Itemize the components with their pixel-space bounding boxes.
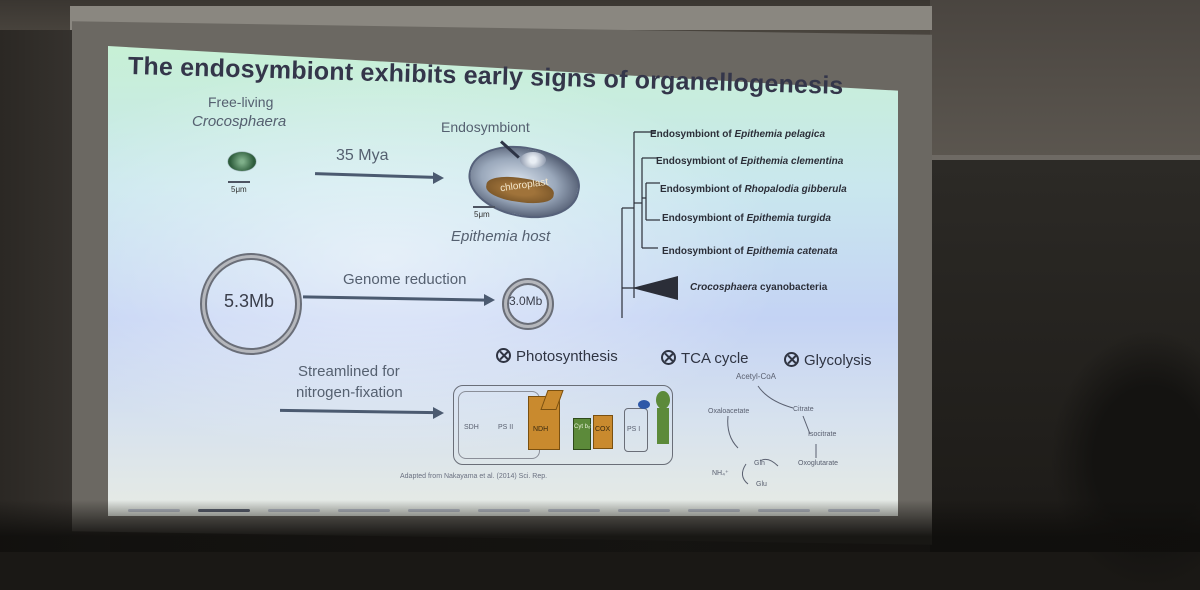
genome-arrow-head bbox=[484, 294, 495, 306]
pathway-glycolysis-label: Glycolysis bbox=[804, 352, 872, 369]
streamlined-arrow-line bbox=[279, 408, 437, 415]
streamlined-arrow-head bbox=[433, 407, 444, 419]
atp-synthase-stalk bbox=[657, 408, 669, 444]
membrane-diagram bbox=[453, 385, 673, 465]
complex-ps1: PS I bbox=[627, 426, 641, 433]
streamlined-line2: nitrogen-fixation bbox=[296, 384, 403, 401]
ferredoxin-blob bbox=[638, 400, 650, 409]
tca-oxoglutarate: Oxoglutarate bbox=[798, 460, 839, 467]
genome-size-large: 5.3Mb bbox=[224, 291, 275, 311]
crocosphaera-cell bbox=[228, 152, 256, 171]
complex-ndh: NDH bbox=[533, 426, 549, 433]
cytb6f-complex bbox=[573, 418, 591, 450]
complex-sdh: SDH bbox=[464, 424, 479, 431]
complex-ps2: PS II bbox=[498, 424, 514, 431]
tree-leaf-clementina: Endosymbiont of Epithemia clementina bbox=[656, 156, 844, 167]
endosymbiont-label: Endosymbiont bbox=[441, 119, 530, 135]
phylo-tree bbox=[621, 131, 662, 318]
scale-bar-right bbox=[473, 206, 495, 208]
cox-complex bbox=[593, 415, 613, 449]
bottom-shadow bbox=[0, 500, 1200, 552]
crocosphaera-clade-triangle bbox=[632, 276, 678, 300]
crossed-circle-icon bbox=[661, 350, 676, 365]
tca-nh4: NH₄⁺ bbox=[712, 470, 729, 477]
genome-circle-large bbox=[200, 253, 302, 355]
atp-synthase-head bbox=[656, 391, 670, 409]
pathway-glycolysis: Glycolysis bbox=[784, 352, 872, 369]
right-wall-upper bbox=[930, 0, 1200, 165]
genome-circle-small bbox=[502, 278, 554, 330]
tree-leaf-pelagica: Endosymbiont of Epithemia pelagica bbox=[650, 129, 826, 140]
genome-reduction-label: Genome reduction bbox=[343, 271, 467, 288]
crossed-circle-icon bbox=[496, 348, 511, 363]
time-arrow-line bbox=[314, 172, 436, 179]
tree-leaf-gibberula: Endosymbiont of Rhopalodia gibberula bbox=[660, 184, 847, 195]
pathway-tca-label: TCA cycle bbox=[681, 350, 749, 367]
genome-size-small: 3.0Mb bbox=[509, 294, 543, 308]
streamlined-line1: Streamlined for bbox=[298, 363, 400, 380]
tca-isocitrate: Isocitrate bbox=[808, 431, 837, 438]
free-living-label: Free-living bbox=[208, 94, 274, 110]
scale-label-right: 5μm bbox=[474, 210, 490, 219]
citation: Adapted from Nakayama et al. (2014) Sci.… bbox=[400, 473, 548, 480]
tca-glu: Glu bbox=[756, 481, 767, 488]
genome-arrow-line bbox=[302, 295, 488, 302]
host-label: Epithemia host bbox=[451, 228, 551, 245]
time-label: 35 Mya bbox=[336, 147, 389, 164]
pathway-tca: TCA cycle bbox=[661, 350, 749, 367]
tree-leaf-turgida: Endosymbiont of Epithemia turgida bbox=[662, 213, 831, 224]
tca-gln: Gln bbox=[754, 460, 765, 467]
slide: The endosymbiont exhibits early signs of… bbox=[108, 46, 898, 516]
tree-leaf-crocosphaera: Crocosphaera cyanobacteria bbox=[690, 282, 828, 293]
time-arrow-head bbox=[433, 172, 444, 184]
tca-acetyl-coa: Acetyl-CoA bbox=[736, 372, 777, 381]
crocosphaera-label: Crocosphaera bbox=[192, 113, 287, 130]
tca-oxaloacetate: Oxaloacetate bbox=[708, 408, 750, 415]
pathway-photosynthesis-label: Photosynthesis bbox=[516, 348, 618, 365]
complex-cox: COX bbox=[595, 426, 611, 433]
tca-citrate: Citrate bbox=[793, 406, 814, 413]
scale-bar-left bbox=[228, 181, 250, 183]
tca-arrows bbox=[727, 385, 817, 485]
tree-leaf-catenata: Endosymbiont of Epithemia catenata bbox=[662, 246, 838, 257]
crossed-circle-icon bbox=[784, 352, 799, 367]
ps1-complex bbox=[624, 408, 648, 452]
endosymbiont-body bbox=[520, 152, 546, 168]
pathway-photosynthesis: Photosynthesis bbox=[496, 348, 618, 365]
complex-cytb6f: Cyt b₆f bbox=[574, 424, 593, 430]
scale-label-left: 5μm bbox=[231, 185, 247, 194]
